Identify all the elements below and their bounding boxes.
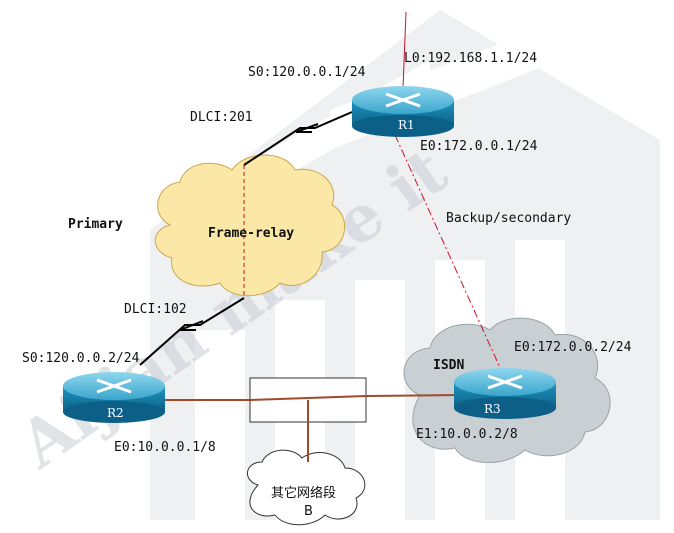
router-r3-label: R3 (484, 402, 501, 416)
r1-e0-label: E0:172.0.0.1/24 (420, 139, 538, 154)
other-segment-label: 其它网络段 (271, 485, 336, 501)
backup-label: Backup/secondary (446, 211, 571, 226)
router-r1-label: R1 (398, 118, 415, 132)
r2-s0-label: S0:120.0.0.2/24 (22, 351, 140, 366)
r3-e0-label: E0:172.0.0.2/24 (514, 340, 632, 355)
ethernet-r3 (365, 394, 461, 397)
r1-s0-label: S0:120.0.0.1/24 (248, 65, 366, 80)
r1-dlci-label: DLCI:201 (190, 110, 253, 125)
r3-e1-label: E1:10.0.0.2/8 (416, 427, 518, 442)
backup-link (394, 134, 503, 373)
loopback-line (402, 11, 407, 89)
router-r3[interactable]: R3 (454, 368, 556, 419)
router-arrows-icon (487, 374, 523, 390)
primary-label: Primary (68, 217, 123, 232)
router-arrows-icon (96, 378, 132, 394)
router-r2[interactable]: R2 (63, 372, 165, 423)
frame-relay-label: Frame-relay (208, 226, 294, 241)
other-segment-b-label: B (304, 504, 313, 519)
frame-relay-cloud (154, 154, 346, 297)
router-r1[interactable]: R1 (352, 86, 454, 137)
router-arrows-icon (385, 92, 421, 108)
other-segment-cloud (247, 449, 366, 526)
r2-dlci-label: DLCI:102 (124, 302, 187, 317)
isdn-label: ISDN (433, 358, 464, 373)
r1-l0-label: L0:192.168.1.1/24 (404, 51, 537, 66)
router-r2-label: R2 (107, 406, 124, 420)
r2-e0-label: E0:10.0.0.1/8 (114, 440, 216, 455)
